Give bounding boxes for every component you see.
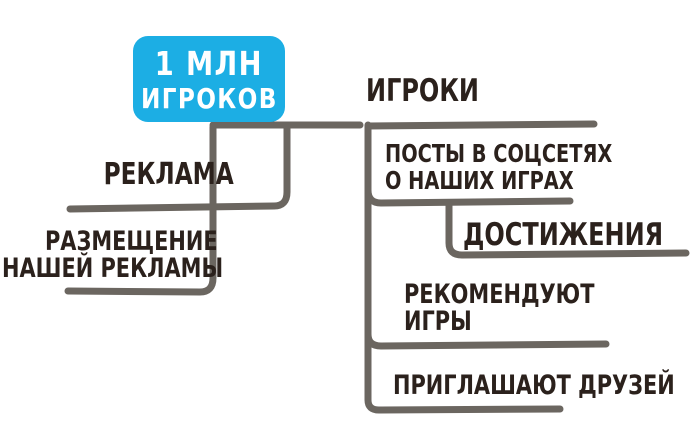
branch-posty: [364, 120, 598, 130]
title-node-line2: ИГРОКОВ: [140, 82, 278, 115]
branch-dostizheniya-underline: [445, 200, 690, 259]
label-razmeshchenie-line2: НАШЕЙ РЕКЛАМЫ: [2, 253, 224, 284]
label-rekomenduyut-line1: РЕКОМЕНДУЮТ: [404, 279, 595, 310]
trunk-vertical: [364, 121, 564, 414]
label-priglashayut: ПРИГЛАШАЮТ ДРУЗЕЙ: [393, 370, 675, 401]
title-node: 1 МЛН ИГРОКОВ: [133, 36, 285, 122]
branch-dostizheniya-stem: [364, 186, 574, 207]
label-igroki: ИГРОКИ: [366, 73, 479, 109]
label-posty-line1: ПОСТЫ В СОЦСЕТЯХ: [385, 139, 613, 168]
branch-razmeshchenie: [64, 123, 217, 296]
branch-reklama: [66, 122, 291, 213]
label-dostizheniya: ДОСТИЖЕНИЯ: [463, 217, 664, 253]
label-reklama: РЕКЛАМА: [103, 157, 234, 192]
title-node-line1: 1 МЛН: [154, 44, 264, 83]
label-razmeshchenie-line1: РАЗМЕЩЕНИЕ: [45, 226, 218, 257]
label-rekomenduyut-line2: ИГРЫ: [404, 306, 472, 337]
label-posty-line2: О НАШИХ ИГРАХ: [385, 166, 574, 195]
branch-rekomenduyut: [364, 330, 610, 350]
